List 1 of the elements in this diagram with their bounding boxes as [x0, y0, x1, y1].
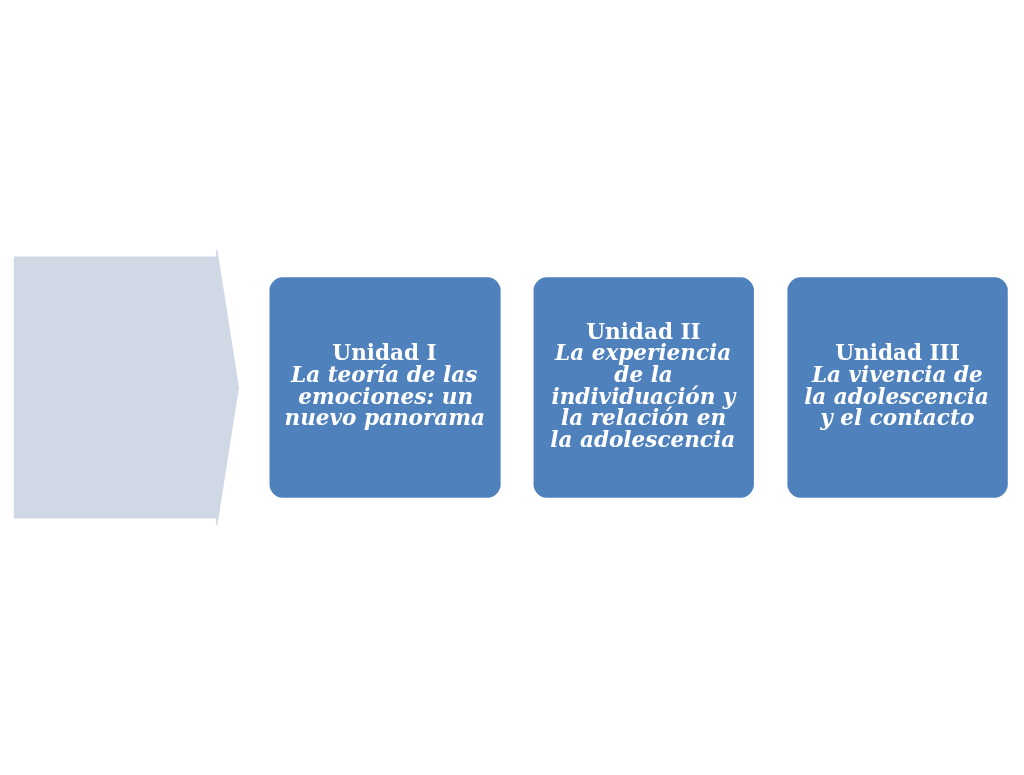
node-arrow — [13, 249, 239, 526]
